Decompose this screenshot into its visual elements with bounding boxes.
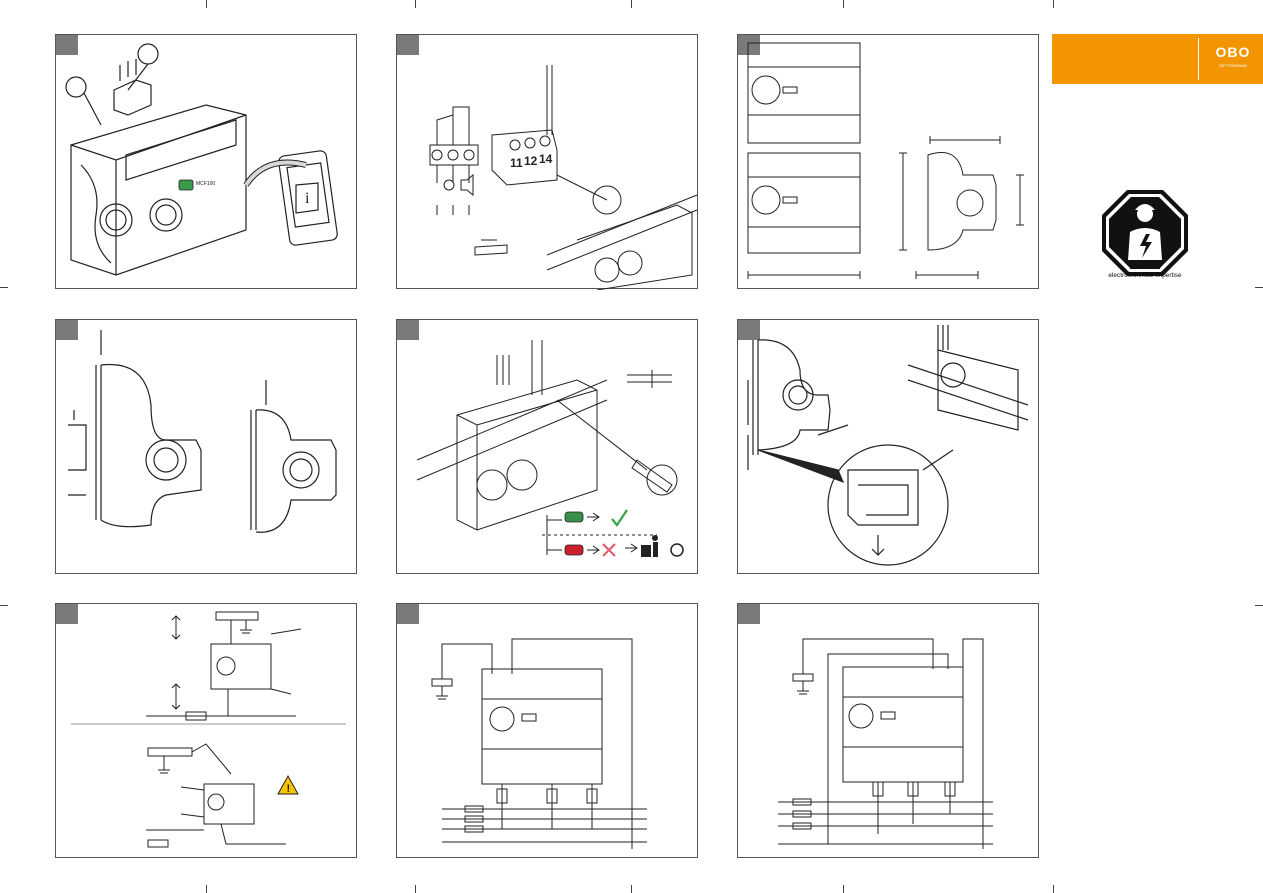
brand-logo: OBO: [1215, 44, 1251, 60]
crop-mark: [206, 885, 207, 893]
crop-mark: [415, 0, 416, 8]
safety-badge-line1: Installation: [1129, 264, 1161, 271]
crop-mark: [1255, 605, 1263, 606]
step-number-tab: [397, 35, 419, 55]
cable-lengths-diagram: !: [71, 611, 346, 848]
step-number-tab: [56, 604, 78, 624]
safety-badge-line2: electrotechnical expertise: [1108, 272, 1182, 279]
crop-mark: [631, 0, 632, 8]
status-fail-indicator: [564, 544, 584, 556]
step-panel-installation: [396, 319, 698, 574]
callout-circle: [65, 76, 87, 98]
svg-text:!: !: [287, 783, 291, 795]
wiring-diagram-tt: [778, 638, 993, 849]
mounting-illustration: [747, 325, 1029, 566]
step-panel-cable-lengths: !: [55, 603, 357, 858]
step-panel-dimensions: [737, 34, 1039, 289]
recycle-icon: [670, 543, 684, 557]
step-number-tab: [56, 35, 78, 55]
cross-icon: [602, 543, 616, 557]
crop-mark: [1053, 885, 1054, 893]
wiring-diagram-tn: [431, 638, 647, 849]
brand-divider: [1198, 38, 1199, 80]
crop-mark: [206, 0, 207, 8]
crop-mark: [1053, 0, 1054, 8]
step-panel-removal: [55, 319, 357, 574]
step-panel-mounting: [737, 319, 1039, 574]
step-panel-wiring-tn: [396, 603, 698, 858]
waste-bin-icon: [641, 535, 658, 557]
crop-mark: [0, 287, 8, 288]
brand-logo-subtext: BETTERMANN: [1219, 63, 1247, 68]
check-icon: [611, 509, 628, 527]
step-panel-remote-signalling: 11 12 14: [396, 34, 698, 290]
step-number-tab: [738, 320, 760, 340]
electrician-icon: [1102, 190, 1188, 276]
step-number-tab: [56, 320, 78, 340]
warning-icon: !: [277, 774, 299, 795]
brand-bar: [1052, 34, 1263, 84]
device-overview-illustration: i MCF100: [65, 43, 338, 276]
crop-mark: [843, 0, 844, 8]
svg-text:i: i: [305, 190, 310, 207]
step-panel-wiring-tt: [737, 603, 1039, 858]
dimension-drawings: [747, 42, 1024, 279]
step-panel-device-overview: i MCF100: [55, 34, 357, 289]
step-number-tab: [738, 604, 760, 624]
remote-signalling-illustration: 11 12 14: [429, 65, 698, 290]
crop-mark: [1255, 287, 1263, 288]
safety-badge-label: Installation electrotechnical expertise: [1090, 264, 1200, 280]
crop-mark: [415, 885, 416, 893]
step-number-tab: [738, 35, 760, 55]
removal-illustration: [68, 330, 337, 533]
svg-text:MCF100: MCF100: [196, 181, 215, 187]
terminal-label: 14: [539, 152, 553, 166]
status-ok-indicator: [564, 511, 584, 523]
terminal-label: 11: [510, 156, 523, 170]
crop-mark: [0, 605, 8, 606]
step-number-tab: [397, 604, 419, 624]
installation-illustration: [416, 340, 684, 557]
step-number-tab: [397, 320, 419, 340]
crop-mark: [631, 885, 632, 893]
callout-circle: [137, 43, 159, 65]
crop-mark: [843, 885, 844, 893]
terminal-label: 12: [524, 154, 538, 168]
